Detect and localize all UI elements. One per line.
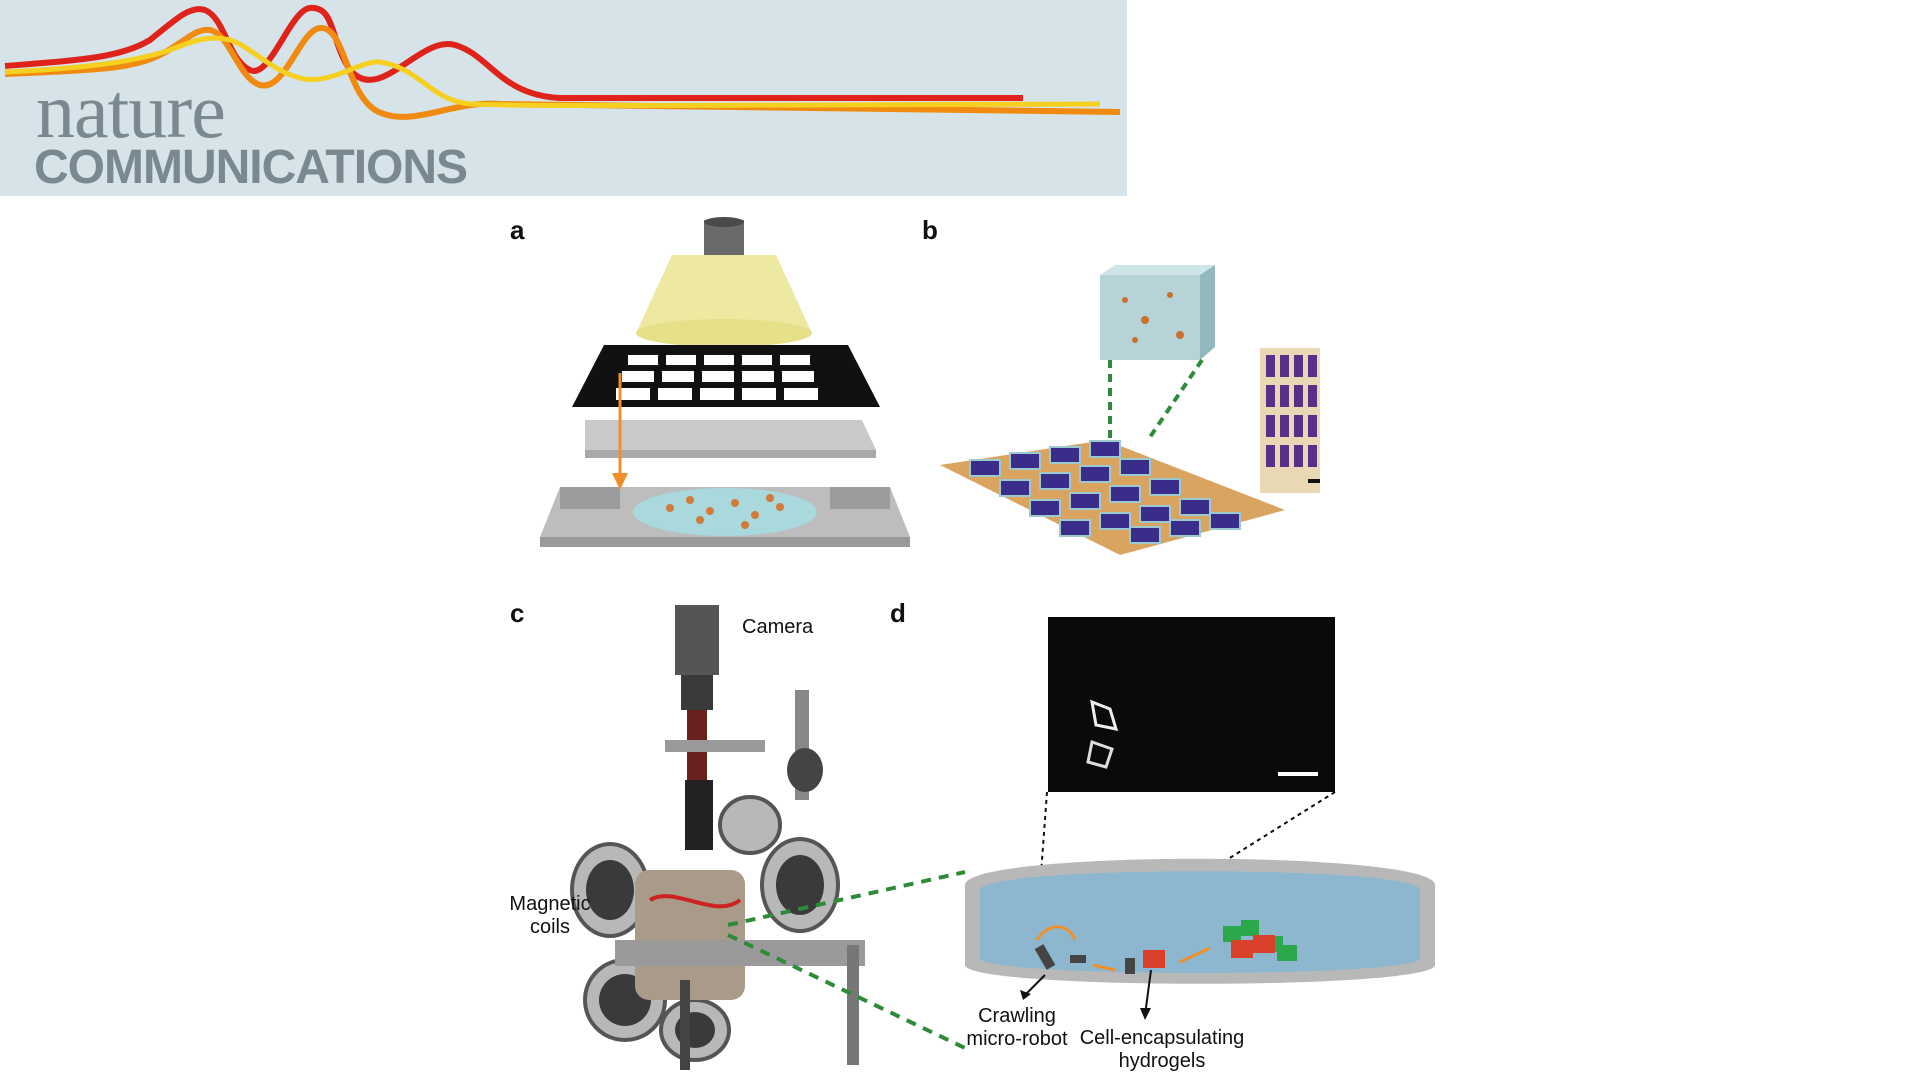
panel-b-letter: b [922,215,938,245]
hydrogel-blocks [1143,920,1297,968]
hydrogel-label-line1: Cell-encapsulating [1079,1027,1245,1049]
micro-robot-label-line2: micro-robot [966,1028,1068,1050]
journal-banner: nature COMMUNICATIONS [0,0,1127,196]
journal-wordmark: nature [36,67,226,154]
orange-arrows [1035,925,1211,972]
magnetic-coils-label-line1: Magnetic [509,893,591,915]
panel-a-illustration [540,217,910,547]
petri-dish [965,858,1435,984]
photomask [572,345,880,407]
panel-b-illustration [940,265,1320,555]
panel-d-diagram [965,791,1435,1020]
magnetic-coils-label: Magnetic coils [505,893,595,939]
micro-robot [1034,944,1135,974]
fluorescence-micrograph [1048,617,1335,792]
panel-a-letter: a [510,215,525,245]
zoom-cube [1100,265,1215,360]
downward-arrow [612,373,628,490]
substrate-stage [540,487,910,547]
light-source [636,217,812,347]
micro-robot-label-line1: Crawling [978,1005,1056,1027]
micrograph-inset [1260,348,1320,493]
magnetic-coils [570,795,865,1070]
micro-robot-label: Crawling micro-robot [962,1005,1072,1051]
panel-c-photo [570,605,865,1070]
micro-robot-signal [1086,699,1318,776]
panel-c-letter: c [510,598,525,628]
camera-label: Camera [742,616,814,638]
magnetic-coils-label-line2: coils [529,916,570,938]
hydrogel-label-line2: hydrogels [1118,1050,1206,1072]
camera [665,605,765,780]
glass-slide [585,420,876,458]
hydrogel-label: Cell-encapsulating hydrogels [1072,1027,1252,1073]
ribbon-logo [4,5,1121,120]
hydrogel-grid [969,440,1241,544]
panel-d-letter: d [890,598,906,628]
journal-subtitle: COMMUNICATIONS [34,141,468,194]
